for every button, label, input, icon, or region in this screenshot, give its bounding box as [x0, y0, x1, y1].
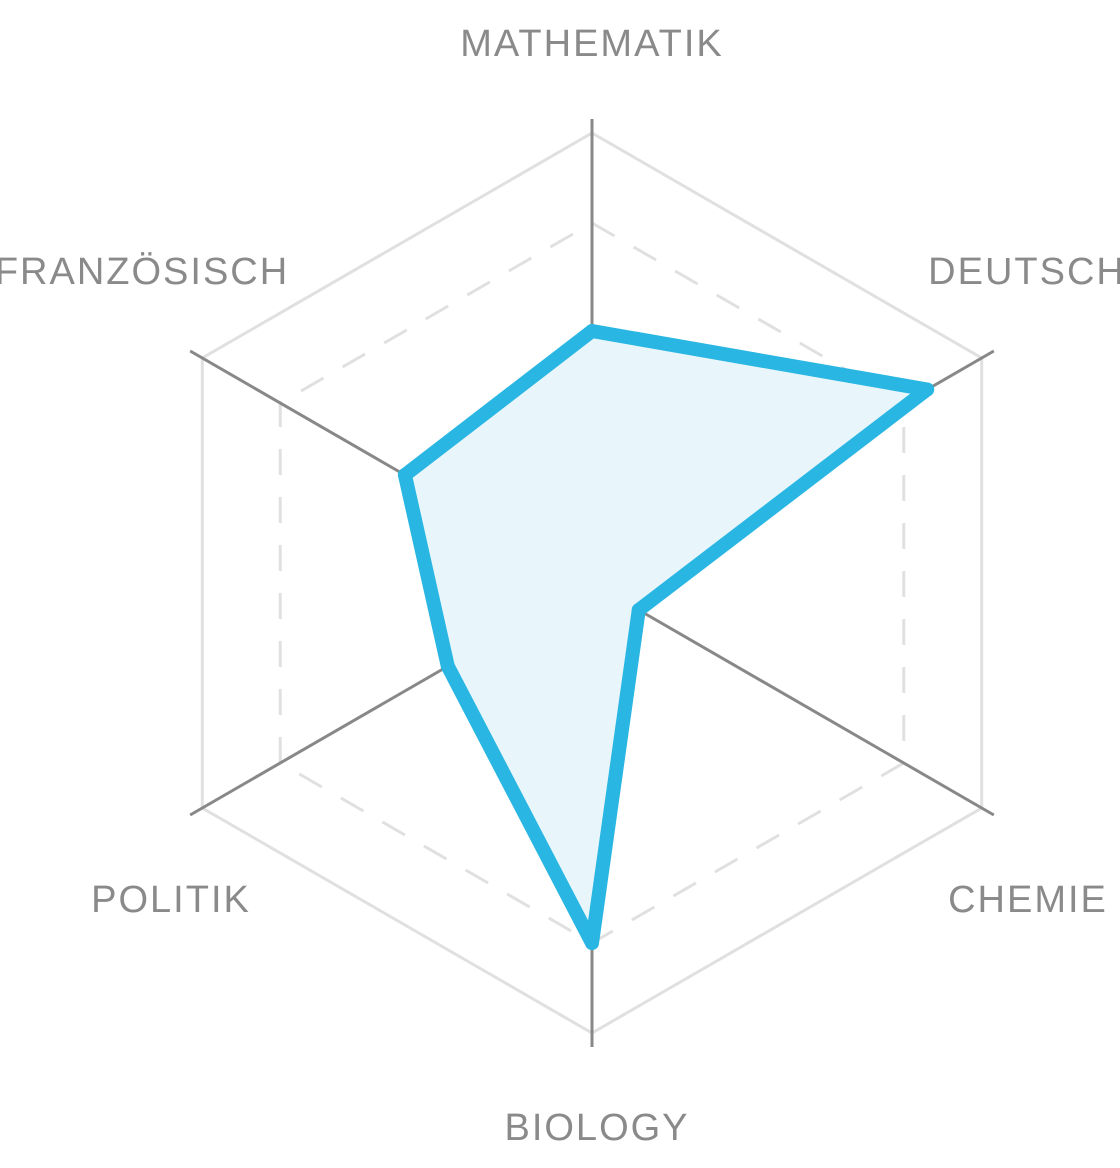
radar-series	[397, 324, 935, 950]
axis-label-deutsch: DEUTSCH	[928, 251, 1120, 293]
data-point-0	[585, 324, 599, 338]
axis-labels: MATHEMATIK DEUTSCH CHEMIE BIOLOGY POLITI…	[0, 23, 1120, 1149]
series-polygon-0	[397, 324, 935, 950]
data-point-3	[585, 936, 599, 950]
data-point-1	[920, 382, 935, 397]
data-point-4	[440, 659, 455, 674]
data-point-5	[397, 468, 412, 482]
axis-label-franzoesisch: FRANZÖSISCH	[0, 251, 289, 293]
data-point-2	[631, 603, 646, 617]
axis-spoke-2	[591, 581, 995, 817]
axis-label-mathematik: MATHEMATIK	[460, 23, 723, 65]
axis-label-biology: BIOLOGY	[504, 1107, 689, 1149]
axis-label-politik: POLITIK	[91, 879, 251, 921]
axis-label-chemie: CHEMIE	[948, 879, 1108, 921]
